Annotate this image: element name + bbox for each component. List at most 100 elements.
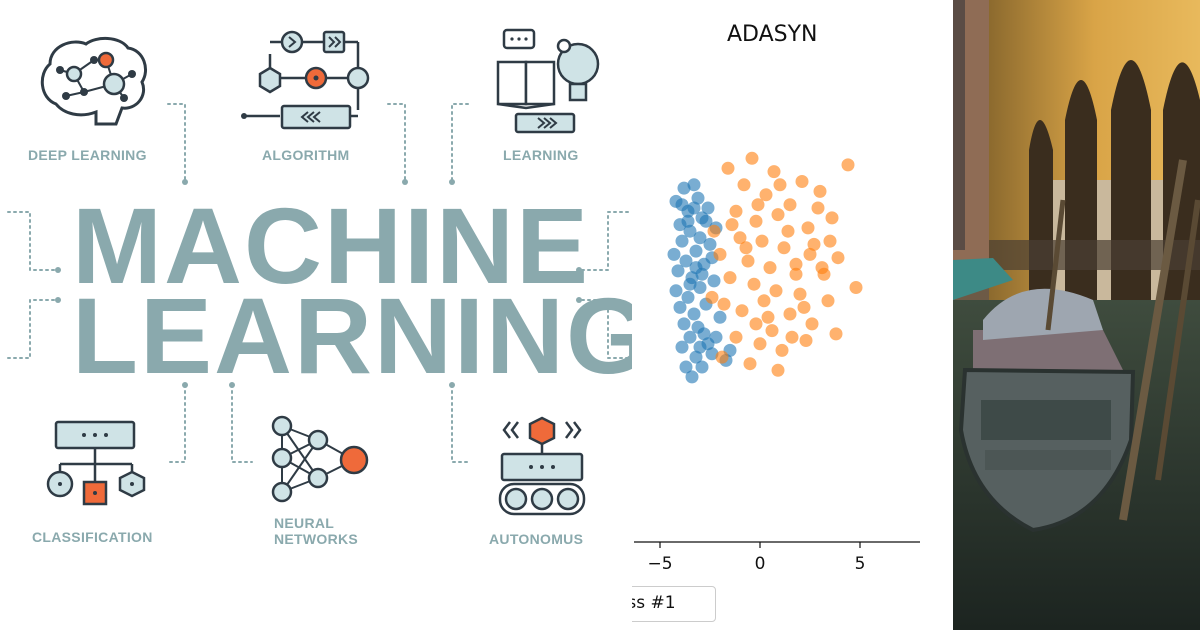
label-algorithm: ALGORITHM	[262, 147, 350, 163]
scatter-point-s1-42	[771, 363, 785, 377]
label-deep-learning: DEEP LEARNING	[28, 147, 147, 163]
scatter-point-s0-5	[687, 201, 701, 215]
scatter-point-s0-39	[687, 178, 701, 192]
scatter-point-s1-47	[781, 224, 795, 238]
scatter-point-s0-35	[707, 274, 721, 288]
scatter-point-s0-7	[683, 224, 697, 238]
scatter-point-s1-28	[769, 284, 783, 298]
label-learning: LEARNING	[503, 147, 579, 163]
autonomous-robot-icon	[498, 416, 586, 516]
adasyn-scatter-chart: ADASYN −505 ass #1	[632, 0, 953, 630]
scatter-point-s1-57	[749, 317, 763, 331]
scatter-point-s1-50	[797, 300, 811, 314]
scatter-point-s1-45	[811, 201, 825, 215]
scatter-point-s1-59	[823, 234, 837, 248]
scatter-point-s1-27	[747, 277, 761, 291]
machine-learning-infographic: DEEP LEARNING ALGORITHM LE	[7, 28, 632, 547]
scatter-point-s0-25	[685, 370, 699, 384]
scatter-point-s0-31	[701, 201, 715, 215]
scatter-point-s0-20	[683, 330, 697, 344]
scatter-point-s0-9	[689, 244, 703, 258]
scatter-point-s1-53	[757, 294, 771, 308]
scatter-point-s1-37	[729, 330, 743, 344]
legend-box: ass #1	[632, 586, 716, 622]
scatter-point-s1-13	[825, 211, 839, 225]
scatter-point-s1-9	[729, 204, 743, 218]
scatter-point-s1-33	[761, 310, 775, 324]
scatter-point-s0-24	[679, 360, 693, 374]
title-machine: MACHINE	[72, 185, 590, 306]
scatter-point-s0-41	[669, 284, 683, 298]
scatter-point-s1-1	[745, 151, 759, 165]
label-classification: CLASSIFICATION	[32, 529, 153, 545]
scatter-point-s0-28	[677, 317, 691, 331]
scatter-point-s1-3	[795, 175, 809, 188]
scatter-point-s1-16	[755, 234, 769, 248]
scatter-point-s0-37	[697, 327, 711, 341]
scatter-point-s0-34	[683, 277, 697, 291]
scatter-point-s1-46	[751, 198, 765, 212]
scatter-point-s1-40	[799, 334, 813, 347]
scatter-point-s1-30	[821, 294, 835, 308]
scatter-point-s0-17	[687, 307, 701, 321]
scatter-point-s0-40	[675, 198, 689, 212]
scatter-point-s0-16	[673, 300, 687, 314]
scatter-point-s1-2	[767, 165, 781, 179]
scatter-point-s1-12	[801, 221, 815, 235]
scatter-point-s1-0	[721, 161, 735, 175]
scatter-point-s1-56	[803, 247, 817, 261]
scatter-point-s0-14	[693, 281, 707, 294]
scatter-point-s1-55	[705, 290, 719, 304]
scatter-point-s1-29	[793, 287, 807, 301]
canal-boat-photo	[953, 0, 1200, 630]
scatter-point-s1-8	[813, 184, 827, 198]
scatter-point-s1-35	[805, 317, 819, 331]
scatter-point-s0-1	[677, 181, 691, 195]
scatter-point-s1-21	[741, 254, 755, 268]
scatter-point-s1-51	[815, 261, 829, 275]
scatter-point-s1-43	[715, 350, 729, 364]
scatter-point-s1-23	[789, 257, 803, 271]
scatter-point-s1-17	[777, 241, 791, 255]
scatter-point-s0-27	[705, 347, 719, 361]
scatter-point-s0-49	[699, 214, 713, 228]
scatter-point-s0-36	[713, 310, 727, 324]
algorithm-icon	[241, 30, 370, 130]
book-lightbulb-icon	[496, 28, 600, 134]
scatter-point-s0-33	[667, 247, 681, 261]
scatter-point-s1-5	[737, 178, 751, 192]
scatter-point-s1-25	[849, 281, 863, 294]
title-learning: LEARNING	[72, 275, 632, 396]
scatter-point-s0-15	[681, 290, 695, 304]
scatter-point-s1-48	[765, 324, 779, 338]
brain-icon	[40, 37, 147, 126]
scatter-point-s0-26	[695, 360, 709, 374]
dotted-connectors	[7, 103, 629, 463]
scatter-point-s1-4	[841, 158, 855, 172]
scatter-point-s1-58	[785, 330, 799, 344]
chart-title: ADASYN	[727, 22, 818, 47]
scatter-point-s1-20	[713, 247, 727, 261]
scatter-point-s1-54	[773, 178, 787, 192]
scatter-point-s0-8	[675, 234, 689, 248]
scatter-point-s1-44	[789, 267, 803, 281]
scatter-point-s1-36	[829, 327, 843, 341]
scatter-point-s1-49	[739, 241, 753, 255]
scatter-point-s1-32	[735, 304, 749, 318]
scatter-point-s1-11	[771, 208, 785, 222]
scatter-point-s0-2	[691, 191, 705, 205]
scatter-point-s1-22	[763, 261, 777, 275]
scatter-point-s0-29	[703, 237, 717, 251]
neural-network-icon	[271, 415, 369, 503]
scatter-point-s1-10	[749, 214, 763, 228]
scatter-point-s1-34	[783, 307, 797, 321]
scatter-point-s0-44	[681, 214, 695, 228]
scatter-point-s0-46	[709, 330, 723, 344]
scatter-point-s1-14	[707, 224, 721, 238]
scatter-point-s0-48	[689, 261, 703, 275]
scatter-point-s1-39	[775, 343, 789, 357]
scatter-point-s0-10	[679, 254, 693, 268]
x-tick-label-1: 0	[755, 554, 766, 574]
scatter-point-s1-19	[831, 251, 845, 265]
